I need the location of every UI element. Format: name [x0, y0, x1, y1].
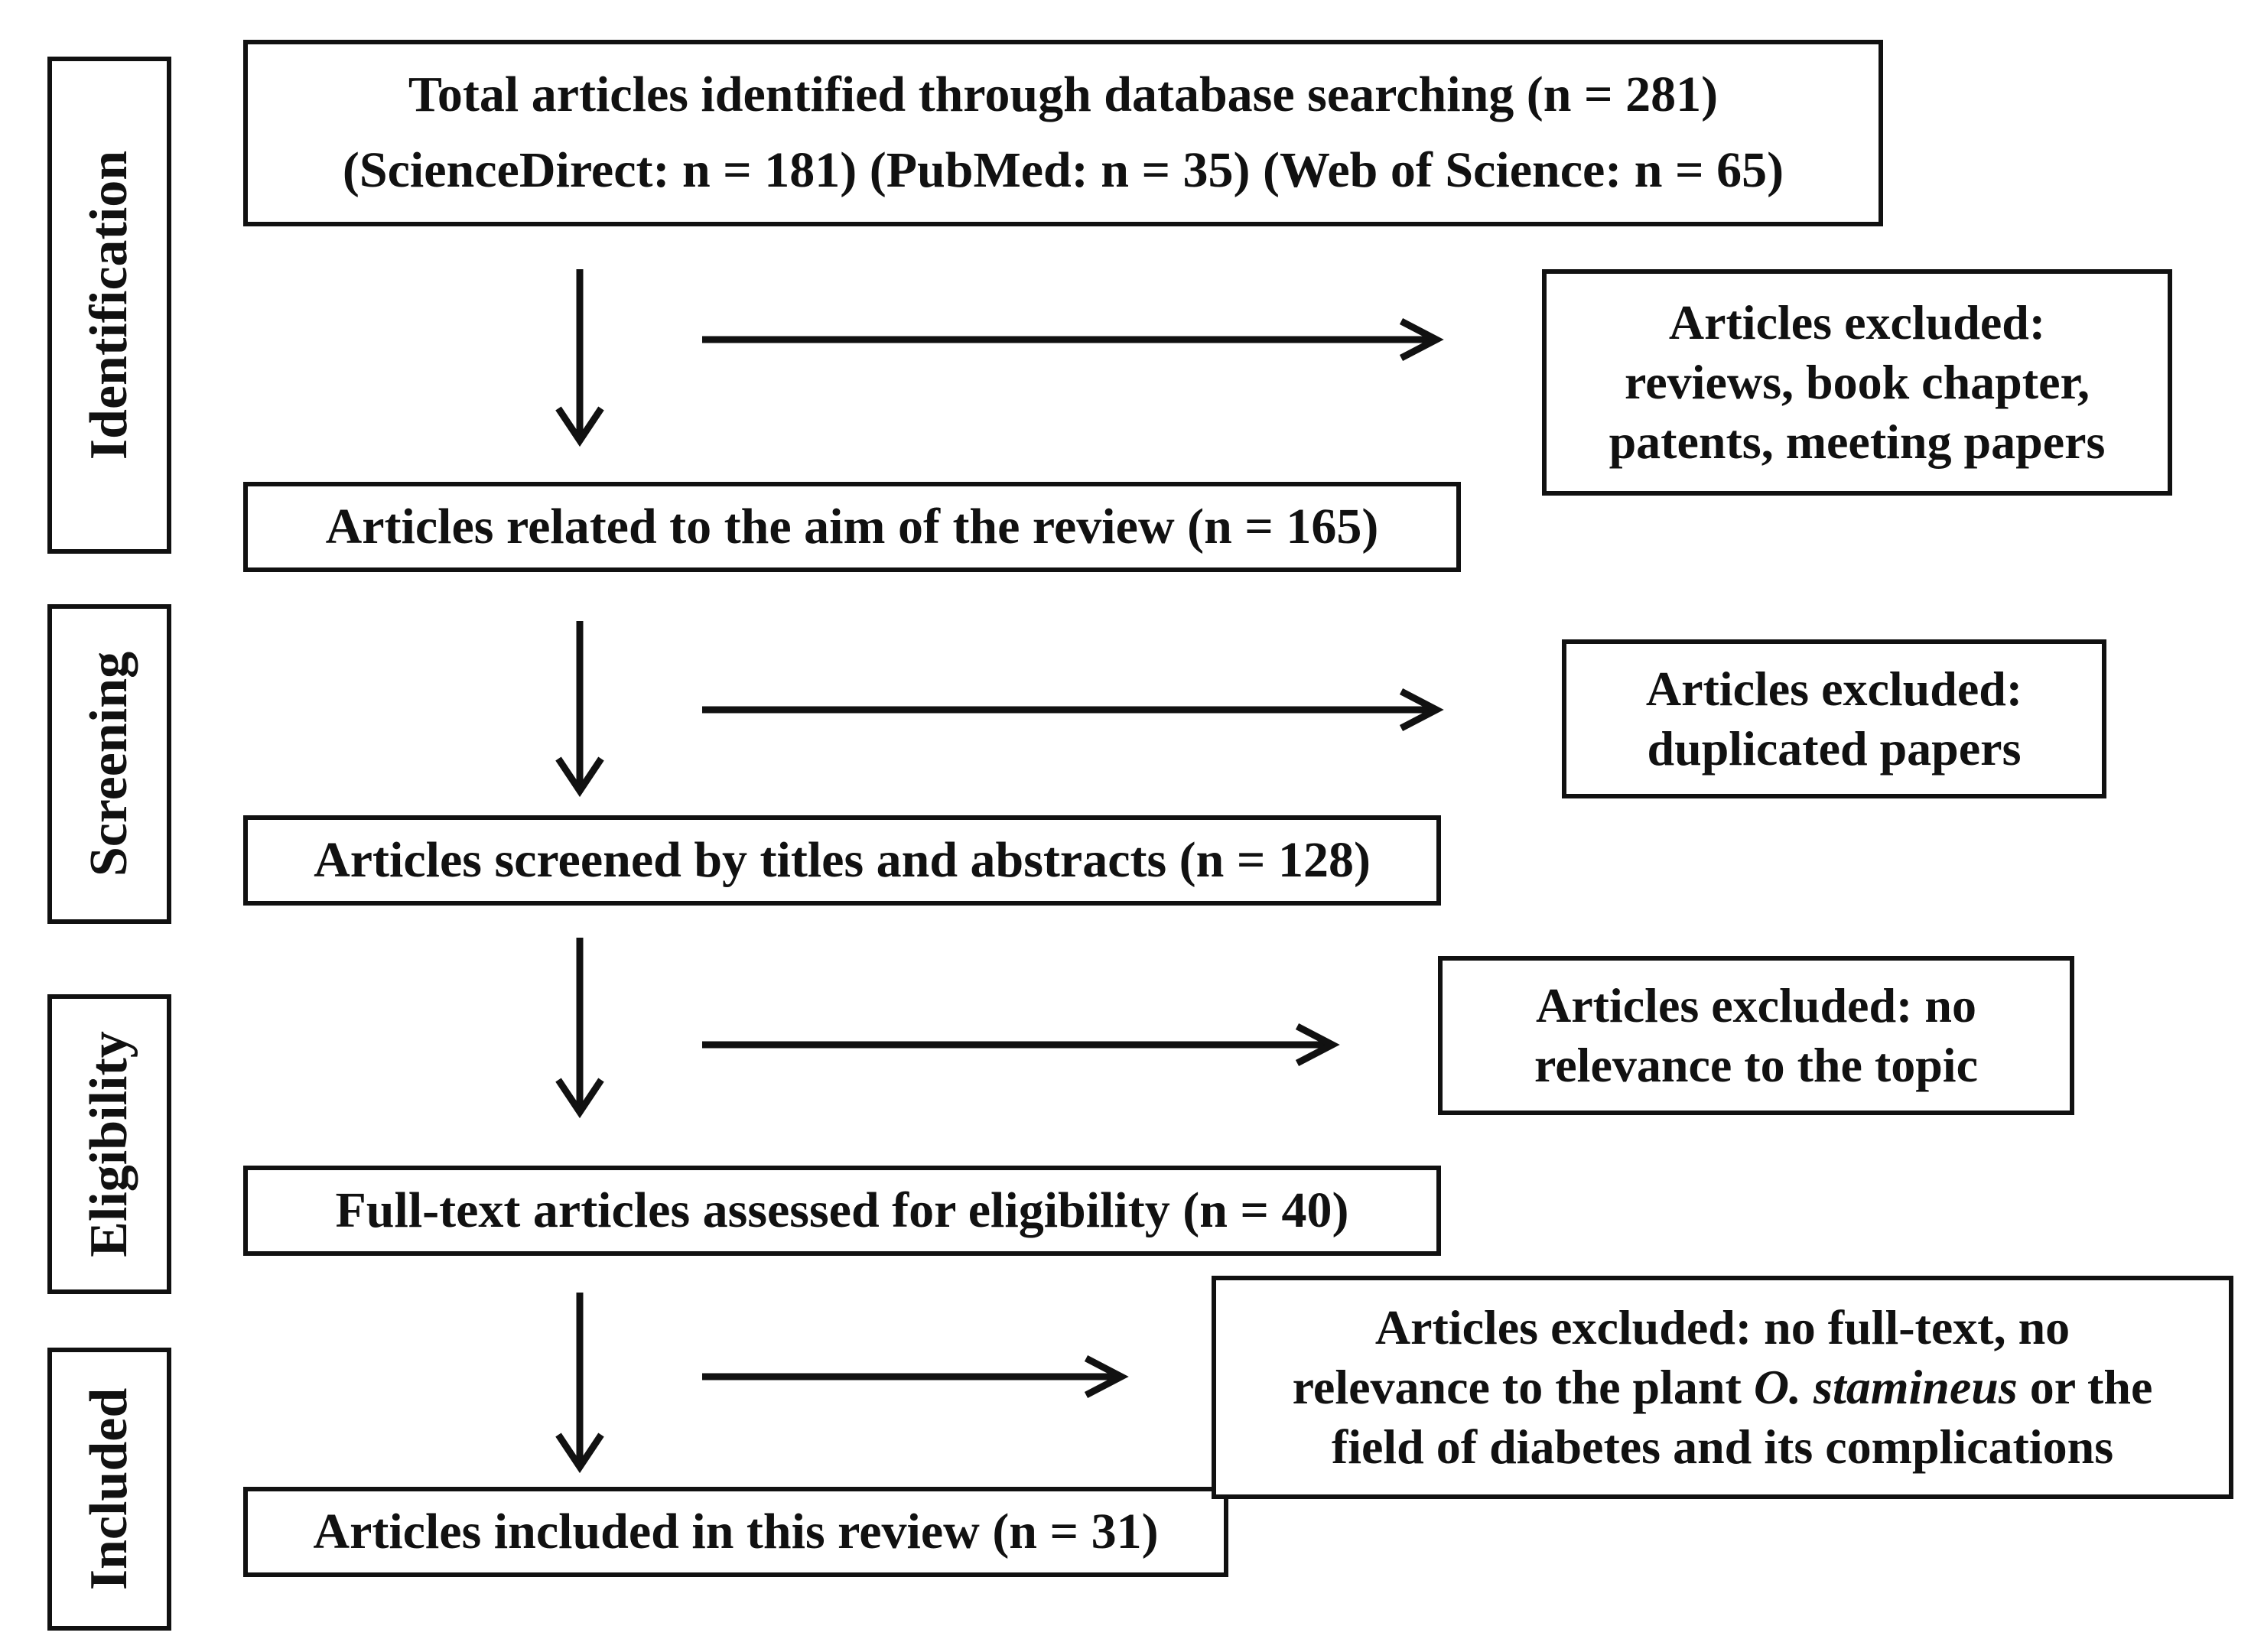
stage-identification: Identification: [47, 57, 171, 554]
exclusion-fulltext-line2-post: or the: [2017, 1359, 2153, 1414]
down-arrow-4: [555, 1293, 604, 1474]
species-name: O. stamineus: [1753, 1359, 2018, 1414]
stage-included: Included: [47, 1348, 171, 1631]
right-arrow-2: [702, 688, 1444, 731]
exclusion-reviews-line1: Articles excluded:: [1668, 294, 2046, 350]
screened-articles-text: Articles screened by titles and abstract…: [314, 831, 1371, 888]
exclusion-reviews-line2: reviews, book chapter,: [1625, 354, 2090, 409]
stage-screening: Screening: [47, 604, 171, 924]
exclusion-fulltext-line2-pre: relevance to the plant: [1292, 1359, 1754, 1414]
down-arrow-3: [555, 938, 604, 1119]
down-arrow-2: [555, 621, 604, 798]
right-arrow-1: [702, 318, 1444, 361]
exclusion-relevance-line1: Articles excluded: no: [1536, 977, 1976, 1032]
exclusion-fulltext-line3: field of diabetes and its complications: [1331, 1419, 2114, 1475]
fulltext-articles-box: Full-text articles assessed for eligibil…: [243, 1166, 1441, 1256]
total-articles-line1: Total articles identified through databa…: [408, 67, 1719, 123]
included-articles-box: Articles included in this review (n = 31…: [243, 1487, 1228, 1577]
exclusion-box-reviews: Articles excluded: reviews, book chapter…: [1542, 269, 2172, 496]
stage-eligibility: Eligibility: [47, 994, 171, 1294]
right-arrow-4: [702, 1355, 1129, 1398]
exclusion-reviews-line3: patents, meeting papers: [1609, 415, 2106, 470]
related-articles-box: Articles related to the aim of the revie…: [243, 482, 1461, 572]
down-arrow-1: [555, 269, 604, 447]
exclusion-box-duplicates: Articles excluded: duplicated papers: [1562, 639, 2106, 798]
exclusion-relevance-line2: relevance to the topic: [1534, 1038, 1978, 1092]
right-arrow-3: [702, 1023, 1340, 1066]
total-articles-line2: (ScienceDirect: n = 181) (PubMed: n = 35…: [342, 142, 1784, 198]
fulltext-articles-text: Full-text articles assessed for eligibil…: [335, 1182, 1349, 1238]
related-articles-text: Articles related to the aim of the revie…: [325, 498, 1379, 554]
included-articles-text: Articles included in this review (n = 31…: [313, 1503, 1159, 1559]
exclusion-duplicates-line2: duplicated papers: [1647, 721, 2022, 776]
exclusion-fulltext-line2: relevance to the plant O. stamineus or t…: [1293, 1358, 2153, 1417]
exclusion-duplicates-line1: Articles excluded:: [1645, 661, 2023, 716]
screened-articles-box: Articles screened by titles and abstract…: [243, 815, 1441, 906]
exclusion-box-relevance: Articles excluded: no relevance to the t…: [1438, 956, 2074, 1115]
total-articles-box: Total articles identified through databa…: [243, 40, 1883, 226]
exclusion-fulltext-line1: Articles excluded: no full-text, no: [1374, 1299, 2070, 1354]
exclusion-box-fulltext: Articles excluded: no full-text, no rele…: [1212, 1276, 2233, 1499]
